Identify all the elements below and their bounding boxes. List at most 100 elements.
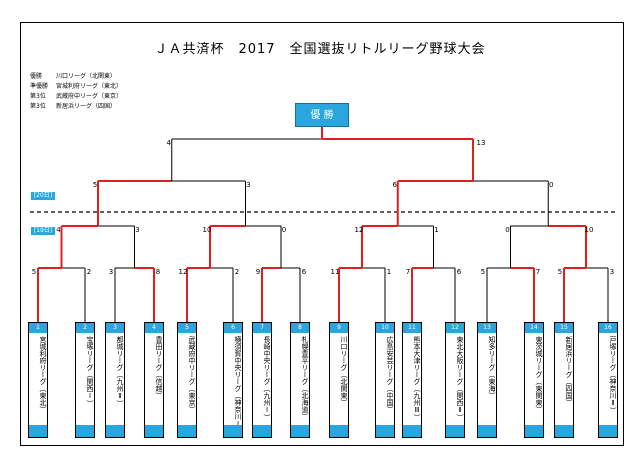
result-value: 川口リーグ（北関東） <box>56 73 117 80</box>
team-name: 武蔵府中リーグ（東京） <box>188 336 196 413</box>
r2-score: 0 <box>281 226 287 234</box>
team-number: 10 <box>376 323 394 333</box>
team-name: 知多リーグ（東海） <box>488 336 496 399</box>
final-score: 4 <box>166 139 171 147</box>
team-name: 長崎中央リーグ（九州Ⅰ） <box>263 336 271 421</box>
team-name: 都城リーグ（九州Ⅱ） <box>116 336 124 407</box>
result-third-2: 第3位 新居浜リーグ（四国） <box>30 101 116 110</box>
result-value: 武蔵府中リーグ（東京） <box>56 93 123 100</box>
team-box: 13 知多リーグ（東海） <box>477 322 497 438</box>
team-footer-bar <box>253 425 271 437</box>
team-footer-bar <box>599 425 617 437</box>
team-box: 15 新居浜リーグ（四国） <box>554 322 574 438</box>
r1-score: 1 <box>386 268 392 276</box>
team-footer-bar <box>29 425 47 437</box>
team-name: 川口リーグ（北関東） <box>340 336 348 406</box>
result-key: 第3位 <box>30 103 46 110</box>
team-name: 豊田リーグ（信越） <box>155 336 163 399</box>
team-number: 8 <box>291 323 309 333</box>
team-footer-bar <box>403 425 421 437</box>
team-number: 9 <box>330 323 348 333</box>
r2-score: 12 <box>354 226 364 234</box>
team-name: 広島安芸リーグ（中国） <box>386 336 394 413</box>
qf-score: 5 <box>92 181 98 189</box>
day-label-19: [19日] <box>31 227 55 235</box>
team-number: 7 <box>253 323 271 333</box>
r2-score: 1 <box>434 226 439 234</box>
r2-score: 10 <box>584 226 594 234</box>
r1-score: 12 <box>178 268 188 276</box>
final-score: 13 <box>476 139 486 147</box>
r1-score: 3 <box>609 268 615 276</box>
team-box: 10 広島安芸リーグ（中国） <box>375 322 395 438</box>
team-footer-bar <box>446 425 464 437</box>
team-box: 2 宝塚リーグ（関西Ⅰ） <box>75 322 95 438</box>
result-champion: 優勝 川口リーグ（北関東） <box>30 71 116 80</box>
team-footer-bar <box>178 425 196 437</box>
r1-score: 6 <box>456 268 462 276</box>
r1-score: 5 <box>31 268 37 276</box>
team-number: 15 <box>555 323 573 333</box>
team-box: 12 東北大阪リーグ（関西Ⅱ） <box>445 322 465 438</box>
team-name: 東北大阪リーグ（関西Ⅱ） <box>456 336 464 421</box>
r1-score: 7 <box>535 268 541 276</box>
team-number: 16 <box>599 323 617 333</box>
r1-score: 2 <box>86 268 92 276</box>
team-name: 横須賀中央リーグ（神奈川Ⅰ） <box>234 336 242 435</box>
team-name: 宮城利府リーグ（東北） <box>39 336 47 413</box>
team-name: 新居浜リーグ（四国） <box>565 336 573 406</box>
team-number: 14 <box>525 323 543 333</box>
team-footer-bar <box>76 425 94 437</box>
team-footer-bar <box>555 425 573 437</box>
team-footer-bar <box>525 425 543 437</box>
team-box: 5 武蔵府中リーグ（東京） <box>177 322 197 438</box>
team-footer-bar <box>478 425 496 437</box>
team-number: 4 <box>145 323 163 333</box>
qf-score: 6 <box>392 181 397 189</box>
r1-score: 8 <box>155 268 161 276</box>
r2-score: 4 <box>56 226 61 234</box>
r1-score: 7 <box>405 268 411 276</box>
r2-score: 0 <box>505 226 510 234</box>
page-title: ＪＡ共済杯 2017 全国選抜リトルリーグ野球大会 <box>154 42 486 57</box>
r1-score: 5 <box>480 268 486 276</box>
result-third-1: 第3位 武蔵府中リーグ（東京） <box>30 91 122 100</box>
team-box: 7 長崎中央リーグ（九州Ⅰ） <box>252 322 272 438</box>
team-box: 3 都城リーグ（九州Ⅱ） <box>105 322 125 438</box>
team-number: 2 <box>76 323 94 333</box>
team-box: 6 横須賀中央リーグ（神奈川Ⅰ） <box>223 322 243 438</box>
team-name: 札幌豊平リーグ（北海道） <box>301 336 309 420</box>
r1-score: 6 <box>301 268 307 276</box>
team-number: 11 <box>403 323 421 333</box>
team-number: 12 <box>446 323 464 333</box>
team-box: 8 札幌豊平リーグ（北海道） <box>290 322 310 438</box>
qf-score: 3 <box>246 181 251 189</box>
r1-score: 3 <box>108 268 114 276</box>
r2-score: 10 <box>202 226 212 234</box>
r2-score: 3 <box>135 226 140 234</box>
team-box: 4 豊田リーグ（信越） <box>144 322 164 438</box>
team-footer-bar <box>376 425 394 437</box>
result-key: 優勝 <box>30 73 43 80</box>
team-number: 6 <box>224 323 242 333</box>
team-name: 宝塚リーグ（関西Ⅰ） <box>86 336 94 407</box>
team-number: 13 <box>478 323 496 333</box>
r1-score: 11 <box>330 268 340 276</box>
team-footer-bar <box>330 425 348 437</box>
result-value: 新居浜リーグ（四国） <box>56 103 117 110</box>
team-name: 戸塚リーグ（神奈川Ⅱ） <box>609 336 617 414</box>
r1-score: 5 <box>557 268 563 276</box>
day-label-20: [20日] <box>31 192 55 200</box>
team-name: 東茨城リーグ（東関東） <box>535 336 543 413</box>
team-number: 5 <box>178 323 196 333</box>
team-box: 16 戸塚リーグ（神奈川Ⅱ） <box>598 322 618 438</box>
team-number: 3 <box>106 323 124 333</box>
r1-score: 9 <box>255 268 261 276</box>
result-key: 第3位 <box>30 93 46 100</box>
team-footer-bar <box>145 425 163 437</box>
result-key: 準優勝 <box>30 83 49 90</box>
team-footer-bar <box>106 425 124 437</box>
result-runner-up: 準優勝宮城利府リーグ（東北） <box>30 81 122 90</box>
